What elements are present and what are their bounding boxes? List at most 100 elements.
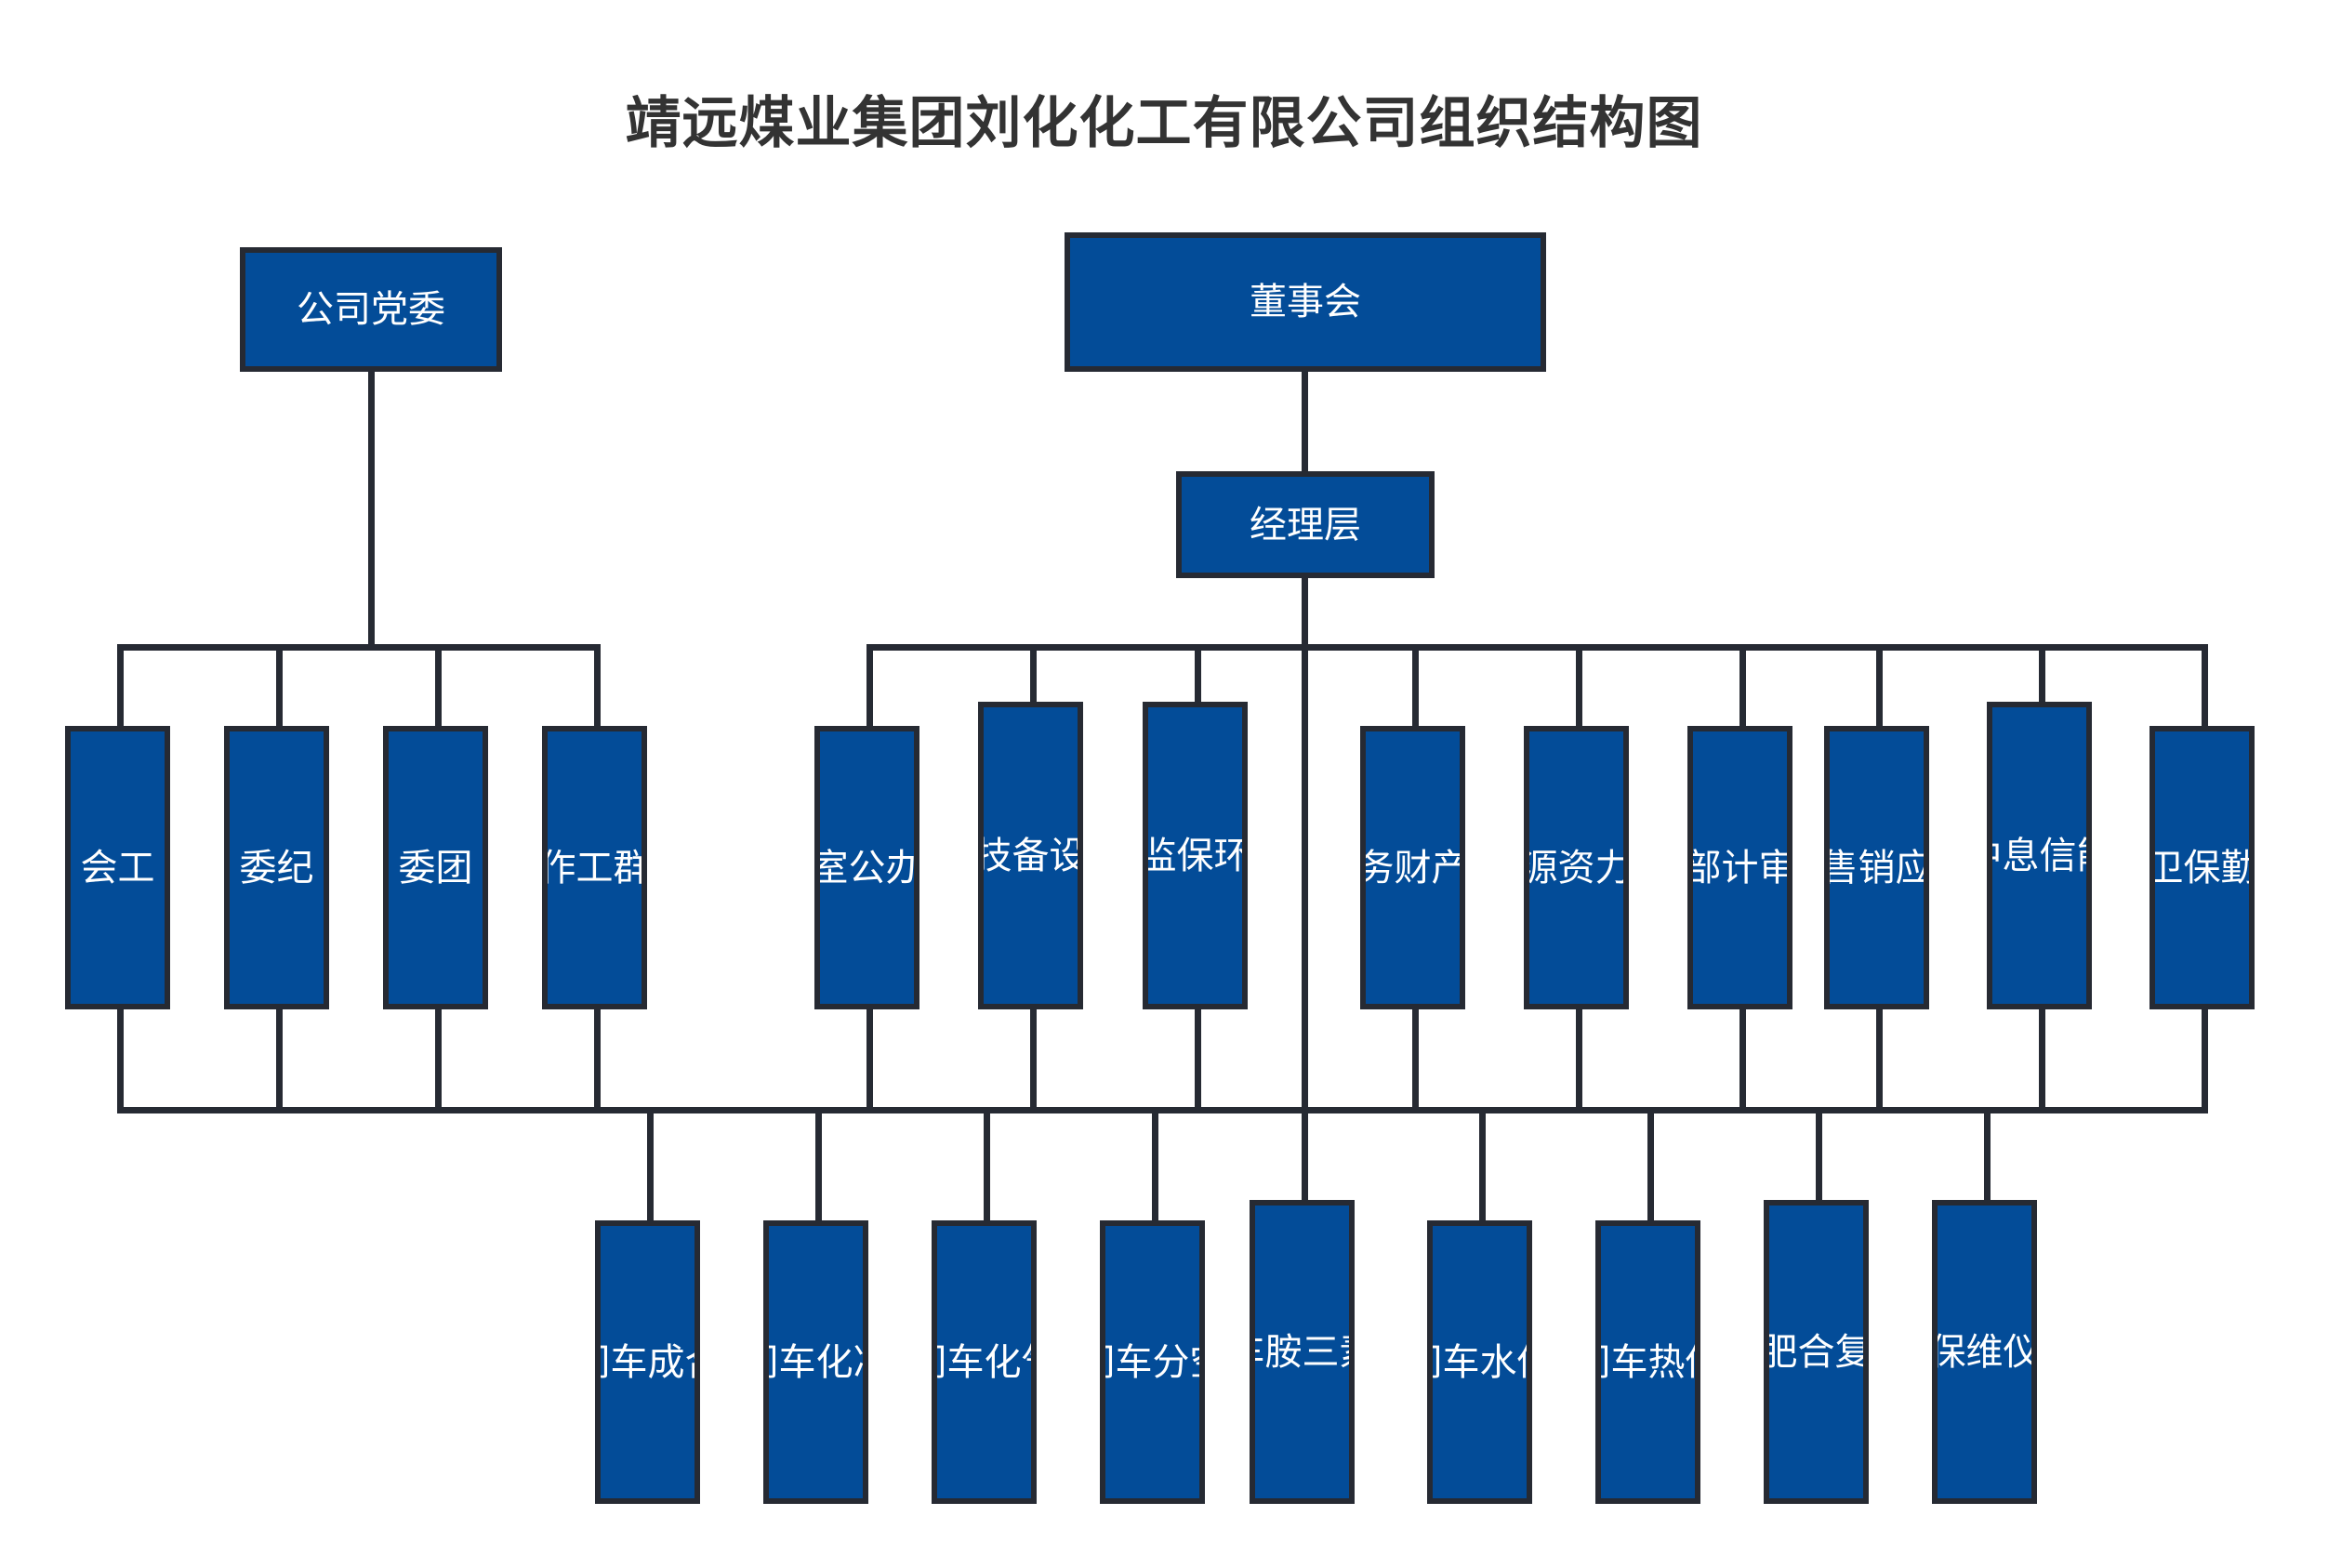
node-label-char: 车 — [946, 1341, 985, 1383]
node-label-char: 息 — [2002, 835, 2040, 876]
node-label: 供热车间 — [1601, 1235, 1695, 1489]
node-label-char: 审 — [1758, 847, 1792, 889]
node-department-0[interactable]: 办公室 — [814, 726, 919, 1009]
node-label: 安全环保监察部 — [1148, 717, 1248, 995]
node-party-unit-0[interactable]: 工会 — [65, 726, 170, 1009]
node-label: 智能信息中心 — [1992, 717, 2086, 995]
node-party-committee[interactable]: 公司党委 — [240, 247, 502, 372]
node-workshop-4[interactable]: 尿素三胺车间 — [1250, 1200, 1355, 1504]
node-label-char: 计 — [1721, 847, 1759, 889]
connector-drop-workshop-6 — [1647, 1107, 1654, 1220]
node-label: 硝酸复合肥车间 — [1769, 1215, 1863, 1489]
node-label-char: 气 — [1022, 1344, 1032, 1381]
node-label: 供应销售部 — [1824, 741, 1929, 995]
node-party-unit-3[interactable]: 党群工作部 — [542, 726, 647, 1009]
node-label: 供水车间 — [1433, 1235, 1528, 1489]
node-management[interactable]: 经理层 — [1176, 471, 1435, 578]
node-department-5[interactable]: 审计部 — [1687, 726, 1792, 1009]
node-workshop-7[interactable]: 硝酸复合肥车间 — [1764, 1200, 1869, 1504]
node-label: 尿素三胺车间 — [1255, 1215, 1349, 1489]
node-label-char: 委 — [239, 847, 277, 889]
node-label-char: 财 — [1394, 847, 1432, 889]
connector-drop-dept-2 — [1195, 644, 1201, 702]
node-department-7[interactable]: 智能信息中心 — [1987, 702, 2092, 1009]
node-label-char: 车 — [1255, 1334, 1265, 1371]
node-label-char: 间 — [937, 1344, 947, 1381]
node-label: 机电仪维保中心 — [1938, 1215, 2031, 1489]
node-department-6[interactable]: 供应销售部 — [1824, 726, 1929, 1009]
connector-board-to-management — [1302, 370, 1308, 474]
node-label: 党群工作部 — [548, 741, 642, 995]
connector-drop-dept-5 — [1739, 644, 1746, 726]
node-label-char: 应 — [1895, 847, 1929, 889]
connector-drop-party-1 — [276, 644, 283, 726]
node-label-char: 三 — [1302, 1331, 1340, 1373]
node-label-char: 成 — [647, 1341, 685, 1383]
node-label-char: 力 — [1594, 847, 1629, 889]
node-label: 团委 — [399, 741, 473, 995]
node-label-char: 工 — [117, 847, 155, 889]
node-label-char: 供 — [1517, 1344, 1528, 1381]
node-label-char: 胺 — [1264, 1331, 1303, 1373]
connector-drop-workshop-4 — [1302, 1107, 1308, 1200]
connector-department-bus — [866, 644, 2202, 651]
connector-drop-party-2 — [435, 644, 442, 726]
node-label-char: 化 — [984, 1341, 1022, 1383]
node-label-char: 间 — [1433, 1344, 1443, 1381]
node-label: 合成车间 — [601, 1235, 694, 1489]
node-label-char: 勤 — [2220, 847, 2255, 889]
connector-riser-party-1 — [276, 1009, 283, 1107]
node-label-char: 团 — [435, 847, 473, 889]
node-label-char: 车 — [610, 1341, 648, 1383]
connector-drop-workshop-2 — [984, 1107, 990, 1220]
node-label-char: 务 — [1360, 847, 1395, 889]
node-label-char: 工 — [575, 847, 614, 889]
node-department-1[interactable]: 生产设备技术部 — [978, 702, 1083, 1009]
node-workshop-2[interactable]: 气化车间 — [932, 1220, 1037, 1504]
node-department-2[interactable]: 安全环保监察部 — [1143, 702, 1248, 1009]
connector-drop-dept-0 — [866, 644, 873, 726]
node-label-char: 纪 — [276, 847, 314, 889]
node-workshop-1[interactable]: 净化车间 — [763, 1220, 868, 1504]
node-label-char: 环 — [1213, 835, 1248, 876]
node-label: 气化车间 — [937, 1235, 1032, 1489]
node-label-char: 间 — [1601, 1344, 1611, 1381]
node-label: 资产财务部 — [1360, 741, 1460, 995]
node-workshop-0[interactable]: 合成车间 — [595, 1220, 700, 1504]
node-label-char: 室 — [814, 847, 849, 889]
node-board[interactable]: 董事会 — [1065, 232, 1546, 372]
node-label-char: 热 — [1647, 1341, 1686, 1383]
node-label-char: 资 — [1557, 847, 1595, 889]
connector-drop-workshop-1 — [815, 1107, 822, 1220]
connector-drop-workshop-3 — [1152, 1107, 1158, 1220]
connector-riser-dept-8 — [2202, 1009, 2208, 1107]
node-label-char: 办 — [885, 847, 919, 889]
node-label-char: 销 — [1858, 847, 1896, 889]
connector-riser-party-3 — [594, 1009, 601, 1107]
node-label-char: 技 — [978, 835, 1012, 876]
page-title: 靖远煤业集团刘化化工有限公司组织结构图 — [625, 92, 1703, 154]
node-workshop-6[interactable]: 供热车间 — [1595, 1220, 1700, 1504]
node-label-char: 间 — [1105, 1344, 1116, 1381]
node-workshop-8[interactable]: 机电仪维保中心 — [1932, 1200, 2037, 1504]
node-label: 董事会 — [1250, 282, 1361, 323]
connector-management-stem — [1302, 575, 1308, 1107]
node-label: 空分车间 — [1105, 1235, 1199, 1489]
node-department-8[interactable]: 后勤保卫部 — [2149, 726, 2255, 1009]
node-label-char: 保 — [2183, 847, 2221, 889]
node-workshop-3[interactable]: 空分车间 — [1100, 1220, 1205, 1504]
connector-riser-dept-4 — [1576, 1009, 1582, 1107]
node-department-3[interactable]: 资产财务部 — [1360, 726, 1465, 1009]
node-label: 办公室 — [814, 741, 919, 995]
node-party-unit-2[interactable]: 团委 — [383, 726, 488, 1009]
node-party-unit-1[interactable]: 纪委 — [224, 726, 329, 1009]
node-label-char: 中 — [1992, 837, 2003, 875]
connector-drop-dept-8 — [2202, 644, 2208, 726]
connector-party-bus — [117, 644, 595, 651]
node-label-char: 设 — [1049, 835, 1083, 876]
node-label-char: 间 — [601, 1344, 611, 1381]
node-label-char: 售 — [1824, 847, 1858, 889]
node-workshop-5[interactable]: 供水车间 — [1427, 1220, 1532, 1504]
node-label-char: 合 — [1797, 1331, 1835, 1373]
node-department-4[interactable]: 人力资源部 — [1524, 726, 1629, 1009]
